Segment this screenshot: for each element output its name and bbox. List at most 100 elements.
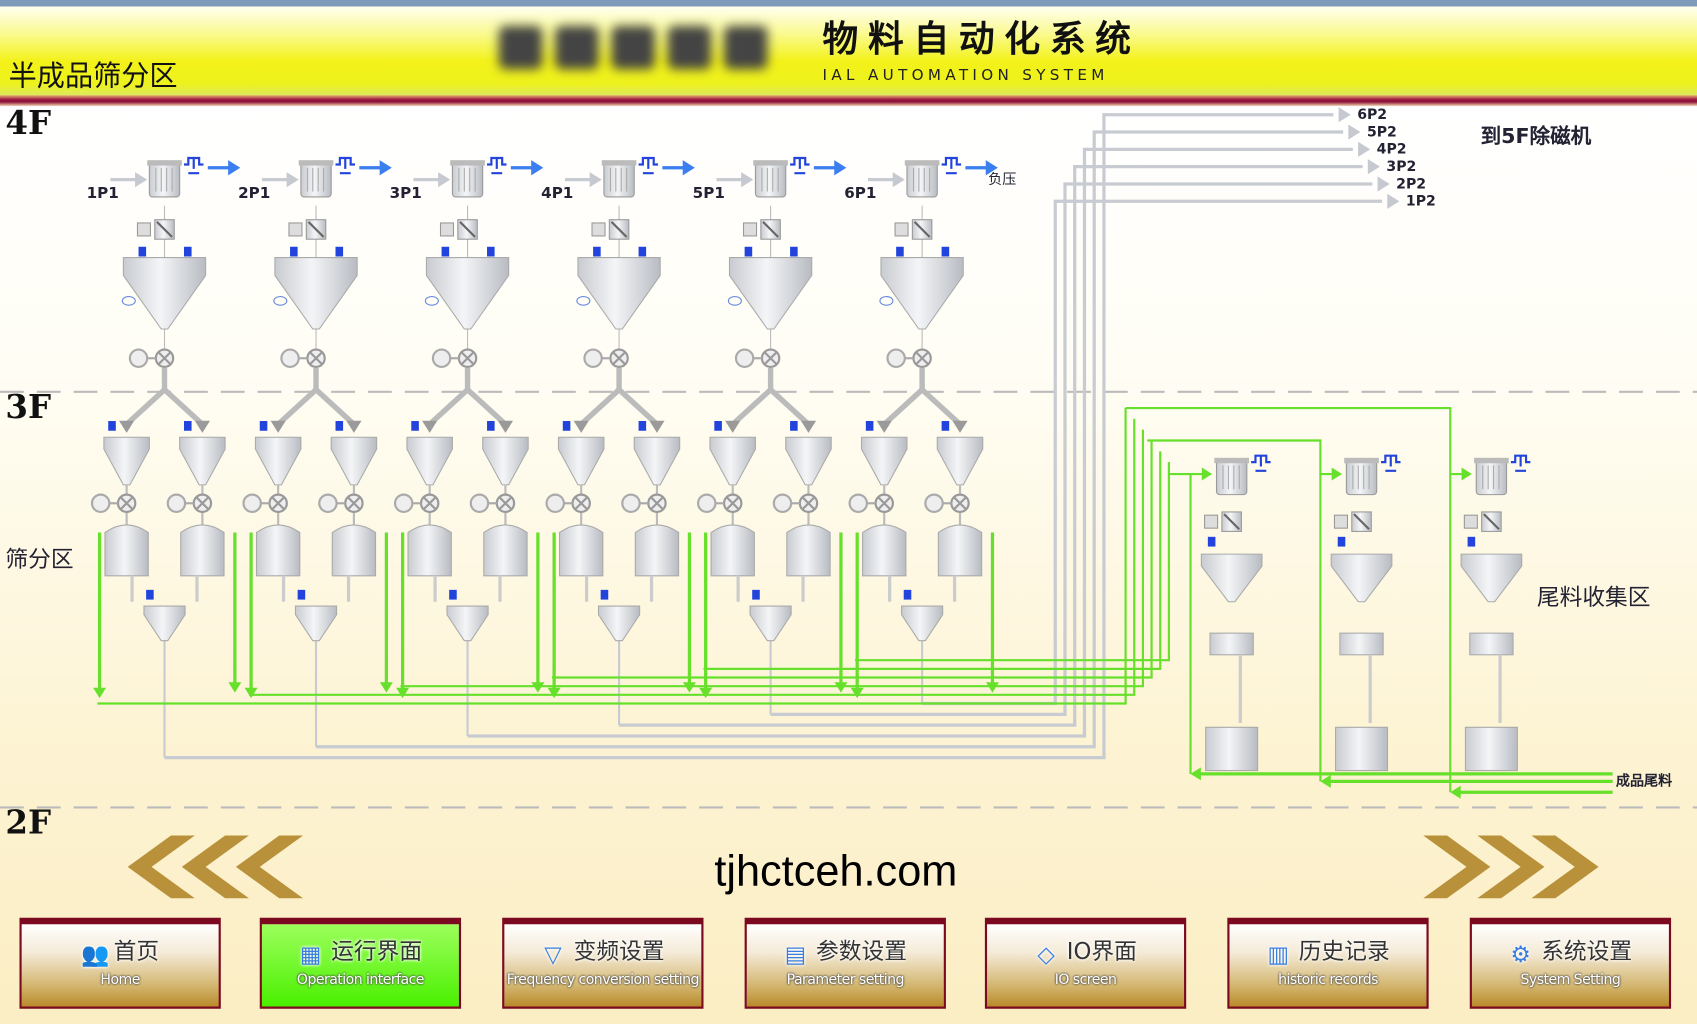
bag-filter-5 <box>753 156 810 198</box>
nav-label-cn-text: 运行界面 <box>331 938 423 965</box>
inlet-label-4: 4P1 <box>541 185 574 203</box>
valve-x <box>801 496 816 511</box>
sieve-hopper <box>330 436 378 486</box>
sieve-valve <box>242 493 288 514</box>
discharge-valve-1 <box>128 348 175 368</box>
scroll-right-chevron-icon[interactable] <box>1477 835 1545 899</box>
arrow-icon <box>952 420 968 433</box>
level-sensor-icon <box>1207 536 1216 547</box>
motor <box>90 493 111 514</box>
arrow-icon <box>573 420 589 433</box>
scroll-left-chevron-icon[interactable] <box>127 835 195 899</box>
gear-icon: ⚙ <box>1510 941 1531 968</box>
level-sensor-icon <box>183 246 192 257</box>
sieve-valve <box>697 493 743 514</box>
arrow-icon <box>649 420 665 433</box>
level-sensor-icon <box>411 421 419 431</box>
nav-label-en: System Setting <box>1520 971 1621 989</box>
motor <box>848 493 869 514</box>
green-arrow-icon <box>396 687 410 699</box>
company-logo <box>492 22 806 87</box>
nav-label-cn-text: 首页 <box>113 938 160 965</box>
level-sensor-icon <box>941 246 950 257</box>
screener <box>483 524 528 577</box>
valve-x <box>649 496 665 511</box>
tail-feed-pipe <box>1147 439 1334 476</box>
tail-feed-pipe <box>551 440 1153 679</box>
tail-valve-1 <box>1204 511 1242 532</box>
level-sensor-icon <box>335 421 344 431</box>
filter-cap <box>450 160 485 166</box>
scroll-left-chevron-icon[interactable] <box>181 835 249 899</box>
valve-x <box>876 496 892 511</box>
filter-cap <box>298 160 334 166</box>
io-icon: ◇ <box>1037 941 1055 968</box>
split-pipe <box>314 387 356 427</box>
users-icon: 👥 <box>81 941 110 968</box>
motor <box>393 493 414 514</box>
motor <box>583 348 603 368</box>
filter-body <box>1345 459 1378 496</box>
arrow-icon <box>286 172 299 188</box>
valve-x <box>195 496 210 511</box>
valve-x <box>498 496 513 511</box>
arrow-icon <box>892 172 905 188</box>
level-sensor-icon <box>903 589 912 600</box>
green-arrow-icon <box>228 682 242 693</box>
valve-x <box>308 350 324 366</box>
split-pipe <box>276 367 319 427</box>
top-bar <box>0 0 1697 7</box>
arrow-icon <box>1367 159 1380 175</box>
screener <box>331 524 377 577</box>
level-sensor-icon <box>1337 536 1346 547</box>
filter-cap <box>904 160 940 166</box>
tail-valve-2 <box>1333 511 1372 532</box>
nav-label-en: historic records <box>1278 971 1378 989</box>
tail-tote-1 <box>1205 726 1259 772</box>
bag-filter-1 <box>147 156 204 198</box>
discharge-valve-6 <box>886 348 932 368</box>
discharge-valve-3 <box>431 348 478 368</box>
sieve-hopper <box>860 436 908 486</box>
arrow-icon <box>800 420 817 433</box>
valve-actuator <box>591 222 606 237</box>
valve-mark <box>762 221 779 238</box>
screener <box>634 524 680 577</box>
arrow-icon <box>741 172 754 188</box>
scroll-left-chevron-icon[interactable] <box>235 835 304 899</box>
filter-cap <box>601 160 637 166</box>
hopper-6 <box>880 257 964 330</box>
valve-x <box>422 496 437 511</box>
nav-button-system-setting[interactable]: ⚙ 系统设置 System Setting <box>1469 917 1672 1009</box>
tail-tote-3 <box>1464 726 1518 772</box>
arrow-icon <box>438 172 451 188</box>
sieve-valve <box>924 493 970 514</box>
green-arrow-icon <box>699 687 713 699</box>
level-sensor-icon <box>108 421 116 431</box>
tail-hopper-3 <box>1460 553 1523 603</box>
nav-label-cn-text: 系统设置 <box>1541 938 1633 965</box>
green-arrow-icon <box>1190 767 1201 781</box>
fines-hopper-1 <box>143 605 186 642</box>
negative-pressure-label: 负压 <box>988 172 1017 189</box>
scroll-right-chevron-icon[interactable] <box>1423 835 1491 899</box>
filter-body <box>451 161 484 198</box>
filter-body <box>300 161 332 198</box>
sieve-hopper <box>482 436 529 486</box>
discharge-valve-2 <box>280 348 326 368</box>
scroll-right-chevron-icon[interactable] <box>1531 835 1599 899</box>
motor <box>734 348 755 368</box>
split-pipe <box>427 367 471 427</box>
sieve-valve <box>318 493 364 514</box>
arrow-icon <box>228 160 241 176</box>
nav-label-cn: ▤参数设置 <box>747 937 944 967</box>
level-sensor-icon <box>335 246 344 257</box>
level-sensor-icon <box>449 589 457 600</box>
filter-body <box>1475 459 1508 496</box>
